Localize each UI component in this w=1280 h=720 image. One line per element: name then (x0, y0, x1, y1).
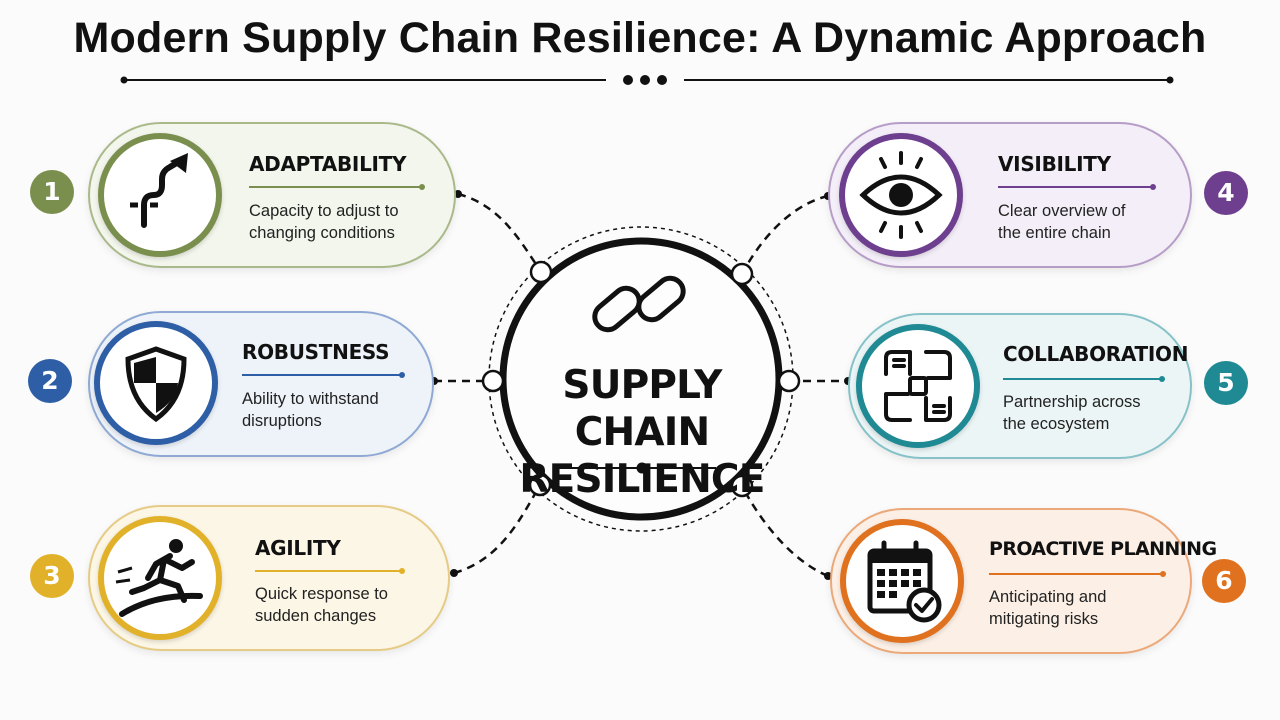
collaboration-title: COLLABORATION (1003, 342, 1189, 366)
visibility-desc: Clear overview of the entire chain (998, 202, 1126, 242)
visibility-rule (998, 184, 1156, 190)
hub-label-line2: RESILIENCE (519, 457, 765, 502)
connector-3 (453, 484, 542, 575)
pillar-number-6: 6 (1202, 559, 1246, 603)
pillar-number-4: 4 (1204, 171, 1248, 215)
adapt-arrow-icon (130, 153, 188, 228)
adaptability-title: ADAPTABILITY (249, 152, 407, 176)
proactive-planning-desc: Anticipating and mitigating risks (989, 588, 1107, 628)
collaboration-desc: Partnership across the ecosystem (1003, 393, 1141, 433)
proactive-planning-rule (989, 571, 1166, 577)
connector-4 (740, 194, 829, 275)
title-divider (120, 75, 1174, 85)
joined-hands-icon (884, 350, 952, 422)
robustness-desc: Ability to withstand disruptions (242, 390, 379, 430)
robustness-icon-ring (94, 321, 218, 445)
hub-label-line1: SUPPLY CHAIN (562, 363, 722, 455)
pillar-number-3: 3 (30, 554, 74, 598)
shield-icon (125, 346, 187, 423)
running-person-icon (115, 539, 203, 617)
agility-icon-ring (98, 516, 222, 640)
robustness-rule (242, 372, 405, 378)
pillar-number-5: 5 (1204, 361, 1248, 405)
adaptability-icon-ring (98, 133, 222, 257)
proactive-planning-title: PROACTIVE PLANNING (989, 538, 1217, 560)
pillar-number-1: 1 (30, 170, 74, 214)
adaptability-desc: Capacity to adjust to changing condition… (249, 202, 399, 242)
pillar-number-2: 2 (28, 359, 72, 403)
collaboration-icon-ring (856, 324, 980, 448)
connector-1 (457, 192, 543, 273)
robustness-title: ROBUSTNESS (242, 340, 390, 364)
calendar-check-icon (867, 540, 942, 623)
hub-label: SUPPLY CHAIN RESILIENCE (500, 362, 784, 503)
collaboration-rule (1003, 376, 1165, 382)
adaptability-rule (249, 184, 425, 190)
visibility-title: VISIBILITY (998, 152, 1111, 176)
agility-title: AGILITY (255, 536, 341, 560)
hub-nodes (481, 260, 801, 498)
connector-6 (740, 485, 829, 578)
proactive-planning-icon-ring (840, 519, 964, 643)
agility-rule (255, 568, 405, 574)
eye-icon (859, 151, 943, 239)
visibility-icon-ring (839, 133, 963, 257)
agility-desc: Quick response to sudden changes (255, 585, 388, 625)
page-title: Modern Supply Chain Resilience: A Dynami… (73, 14, 1207, 62)
chain-link-icon (592, 275, 686, 333)
